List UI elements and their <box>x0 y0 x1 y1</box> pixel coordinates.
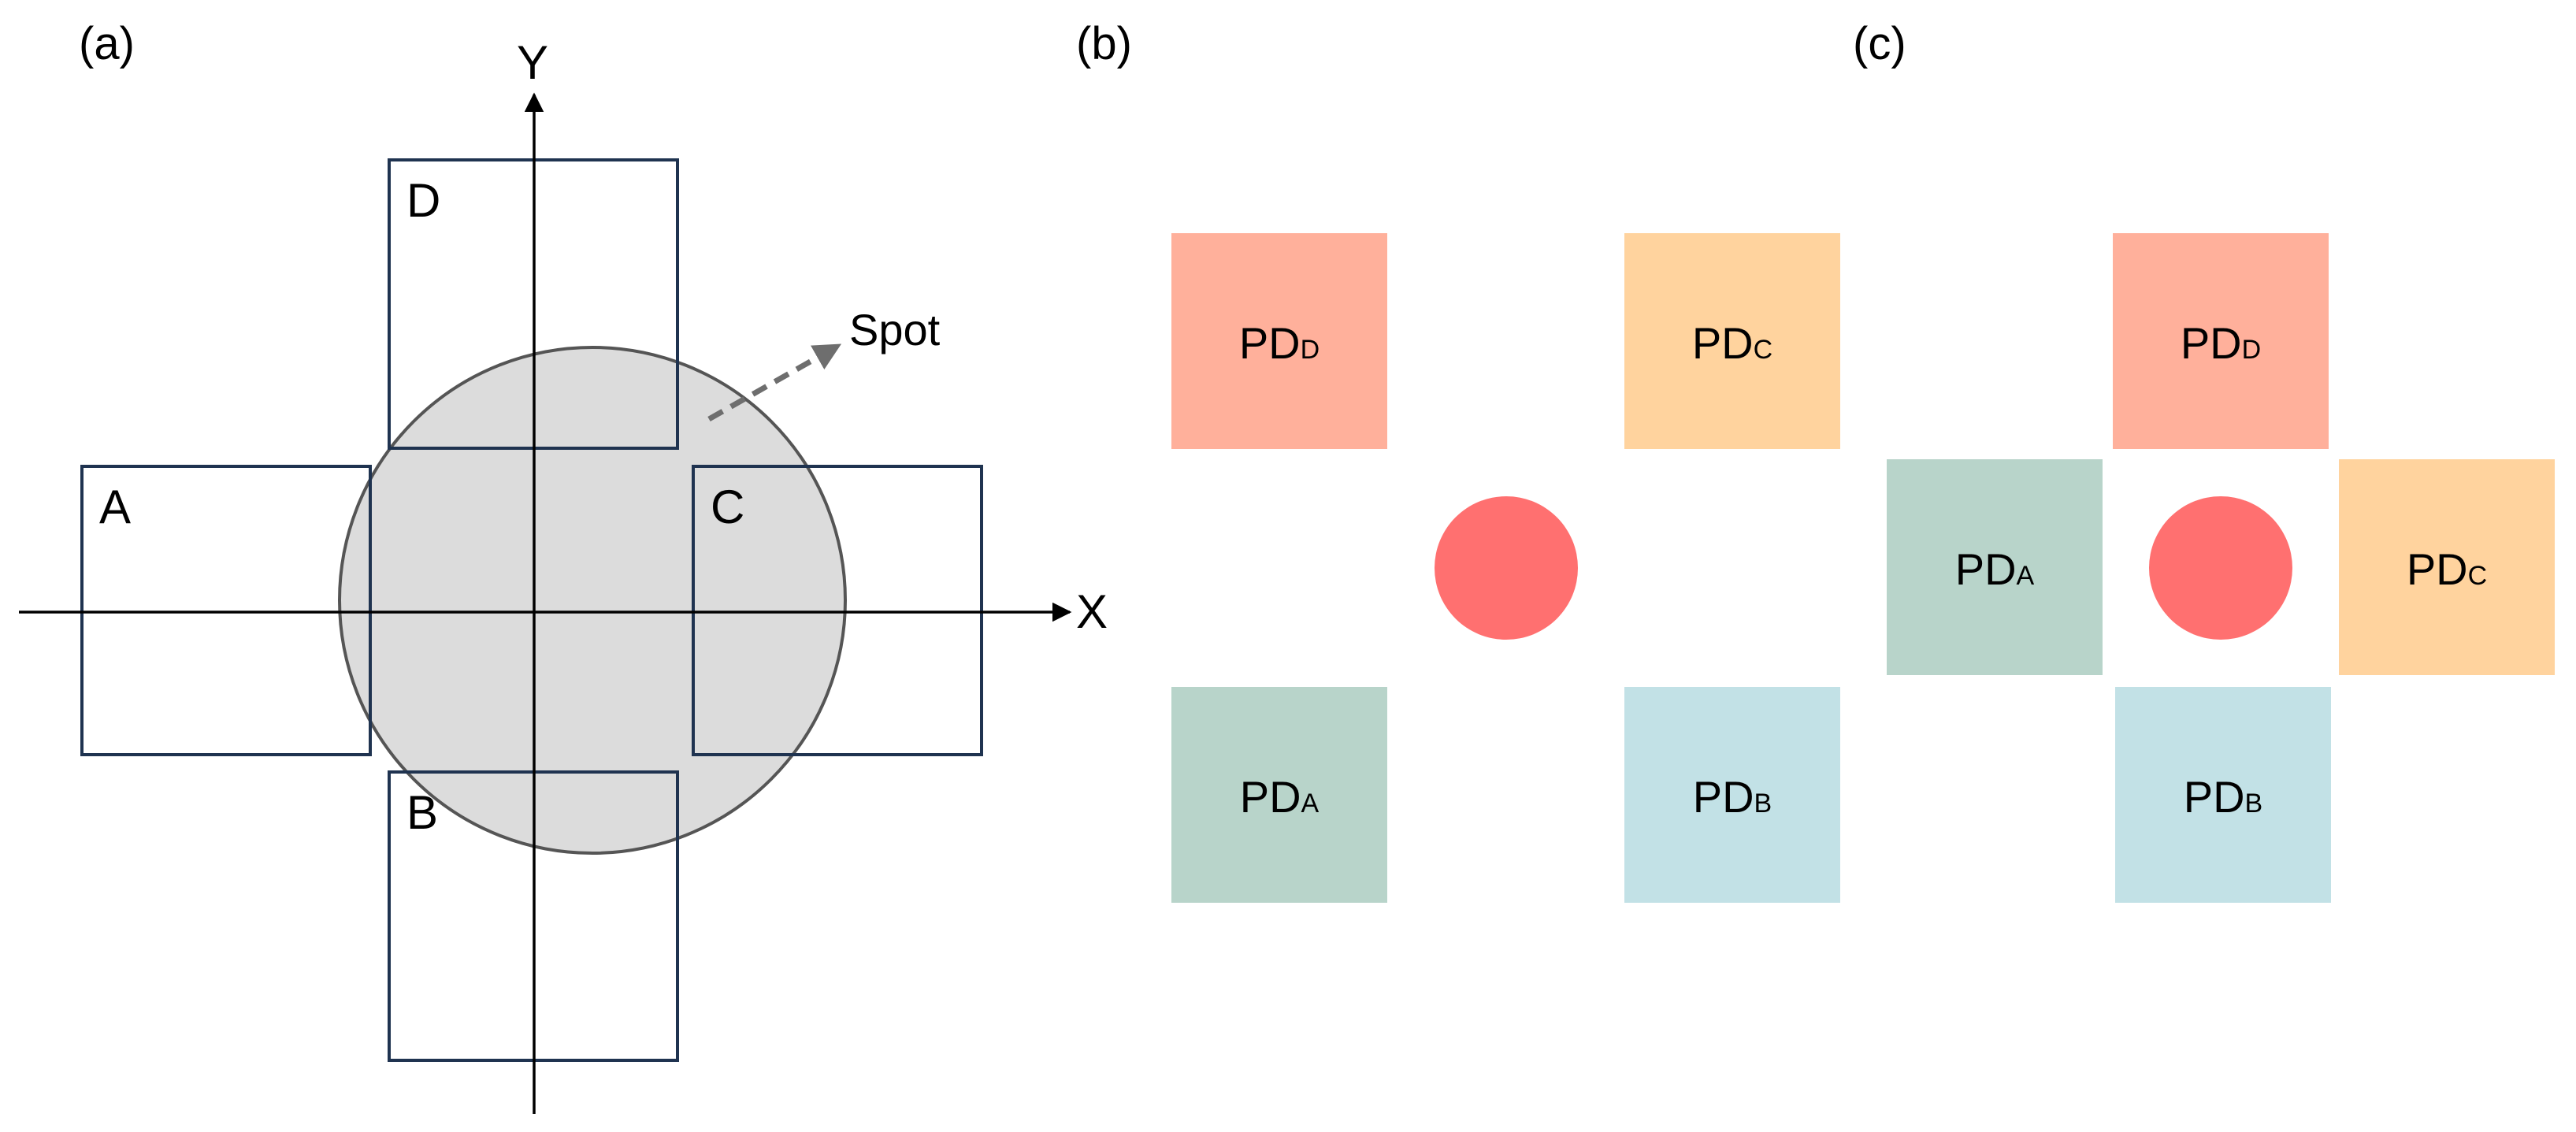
photodiode-box <box>1624 687 1840 903</box>
panel-c-label: (c) <box>1853 18 1906 69</box>
zone-a-box <box>80 465 372 756</box>
panel-b-detector-b: PDB <box>1624 687 1840 903</box>
panel-b: (b) PDD PDC PDA PDB <box>1076 18 1840 903</box>
panel-c-detector-a: PDA <box>1887 459 2103 675</box>
panel-b-detector-a: PDA <box>1171 687 1387 903</box>
zone-c-box <box>692 465 983 756</box>
photodiode-box <box>2339 459 2555 675</box>
zone-a-label: A <box>99 481 131 533</box>
panel-b-laser-dot <box>1435 496 1578 640</box>
photodiode-box <box>1887 459 2103 675</box>
panel-c: (c) PDD PDA PDC PDB <box>1853 18 2555 903</box>
panel-c-detector-d: PDD <box>2113 233 2329 449</box>
photodiode-label: PDA <box>1955 544 2035 594</box>
x-axis-label: X <box>1076 585 1108 638</box>
zone-b-label: B <box>406 786 438 839</box>
photodiode-label: PDD <box>1239 318 1320 368</box>
panel-c-detector-c: PDC <box>2339 459 2555 675</box>
panel-c-laser-dot <box>2149 496 2292 640</box>
photodiode-box <box>2113 233 2329 449</box>
photodiode-label: PDD <box>2181 318 2261 368</box>
photodiode-box <box>1171 687 1387 903</box>
photodiode-label: PDB <box>1693 772 1772 822</box>
panel-c-detector-b: PDB <box>2115 687 2331 903</box>
photodiode-box <box>2115 687 2331 903</box>
y-axis-label: Y <box>517 36 548 89</box>
photodiode-label: PDA <box>1240 772 1320 822</box>
photodiode-label: PDB <box>2184 772 2262 822</box>
photodiode-box <box>1624 233 1840 449</box>
spot-circle <box>338 346 847 855</box>
spot-label: Spot <box>849 305 941 354</box>
zone-d-label: D <box>406 174 440 227</box>
zone-c-label: C <box>711 481 744 533</box>
panel-b-detector-d: PDD <box>1171 233 1387 449</box>
panel-b-detector-c: PDC <box>1624 233 1840 449</box>
photodiode-label: PDC <box>1692 318 1772 368</box>
panel-a: (a) X Y D A C B Spot <box>19 18 1108 1114</box>
panel-a-label: (a) <box>79 18 135 69</box>
panel-b-label: (b) <box>1076 18 1132 69</box>
photodiode-box <box>1171 233 1387 449</box>
photodiode-label: PDC <box>2407 544 2487 594</box>
